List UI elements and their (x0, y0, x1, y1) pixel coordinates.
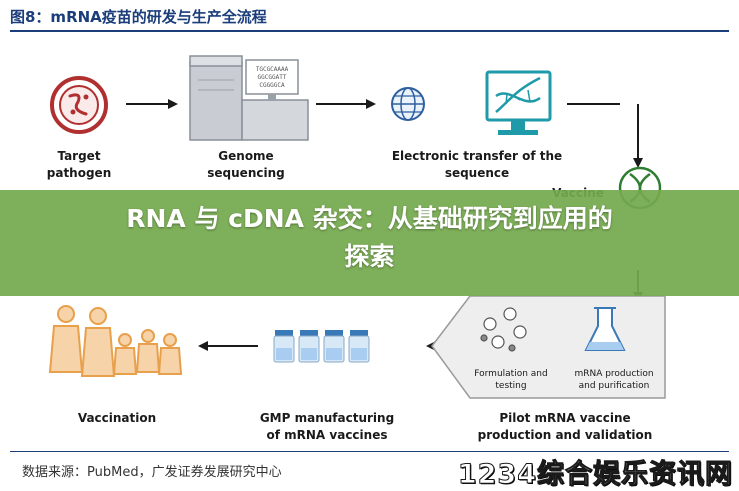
globe-icon (391, 87, 425, 121)
sequence-line-3: CGGGGCA (259, 82, 285, 89)
banner-title-line2: 探索 (344, 242, 395, 271)
vials-icon (273, 330, 370, 363)
title-banner (0, 190, 739, 296)
vial-2 (298, 330, 320, 363)
flask-icon (584, 307, 626, 351)
site-watermark: 1234综合娱乐资讯网 (457, 459, 733, 491)
pathogen-icon (50, 76, 108, 134)
figure-title: 图8：mRNA疫苗的研发与生产全流程 (10, 8, 267, 26)
vial-3 (323, 330, 345, 363)
virus-particles-icon (480, 307, 527, 352)
banner-title-line1: RNA 与 cDNA 杂交：从基础研究到应用的 (126, 204, 613, 233)
source-note: 数据来源：PubMed，广发证券发展研究中心 (22, 465, 282, 480)
source-divider (10, 451, 729, 452)
monitor-dna-icon (485, 70, 552, 135)
vial-1 (273, 330, 295, 363)
people-icon (48, 305, 183, 377)
vial-4 (348, 330, 370, 363)
vaccination-label: Vaccination (77, 411, 157, 425)
title-divider (10, 30, 729, 32)
sequence-line-2: GGCGGATT (258, 74, 287, 81)
banner-title: RNA 与 cDNA 杂交：从基础研究到应用的 探索 (0, 200, 739, 276)
sequence-line-1: TGCGCAAAA (256, 66, 289, 73)
sequencer-icon (189, 55, 309, 141)
